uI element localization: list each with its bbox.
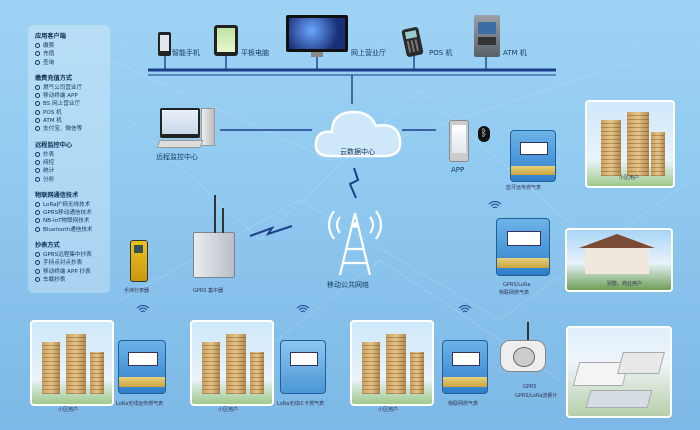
villa-label: 别墅、商业用户 [607, 281, 643, 287]
sidebar-section-title: 应用客户端 [35, 33, 66, 40]
gprs-lora-label-2: 物联网燃气表 [499, 290, 530, 296]
sidebar-list-item: 抄表 [35, 151, 110, 159]
sidebar-list-item: BS 网上营业厅 [35, 100, 110, 108]
atm-icon [474, 15, 500, 57]
handheld-label: 手持抄表器 [124, 288, 150, 294]
lora-remote-meter-icon [118, 340, 166, 394]
flowmeter-antenna-icon [527, 322, 529, 340]
sidebar-list-item: 分析 [35, 176, 110, 184]
pc-tower-icon [201, 108, 215, 146]
sidebar-section: 应用客户端缴费充值查询 [35, 31, 110, 67]
bottom-district-photo-1 [30, 320, 114, 406]
district-1-label: 小区用户 [619, 175, 640, 181]
wifi-signal-icon [136, 305, 150, 313]
gprs-flowmeter-label-2: GPRS/LoRa流量计 [515, 393, 558, 399]
iot-gas-meter-icon [442, 340, 488, 394]
antenna-icon-2 [222, 208, 224, 233]
sidebar-list-item: 燃气公司营业厅 [35, 84, 110, 92]
gprs-flowmeter-icon [500, 340, 546, 372]
sidebar-list-item: 移动终端 APP 抄表 [35, 268, 110, 276]
monitor-icon [286, 15, 348, 52]
bluetooth-meter-label: 蓝牙远传燃气表 [506, 185, 542, 191]
sidebar-list-item: 手持点对点抄表 [35, 259, 110, 267]
bluetooth-gas-meter-icon [510, 130, 556, 182]
gprs-flowmeter-label-1: GPRS [523, 384, 537, 390]
app-label: APP [451, 166, 465, 174]
sidebar-section-title: 抄表方式 [35, 242, 60, 250]
sidebar-list-item: ATM 机 [35, 117, 110, 125]
sidebar-list-item: GPRS移动通信技术 [35, 209, 110, 217]
gprs-concentrator-label: GPRS 集中器 [193, 288, 224, 294]
sidebar-section: 远程监控中心抄表阀控统计分析 [35, 140, 110, 184]
sidebar-list-item: 车载抄表 [35, 276, 110, 284]
sidebar-list-item: LoRa扩频无线技术 [35, 201, 110, 209]
handheld-reader-icon [130, 240, 148, 282]
sidebar-list-item: 统计 [35, 167, 110, 175]
bottom-district-photo-3 [350, 320, 434, 406]
sidebar-list-item: 缴费 [35, 42, 110, 50]
bottom-district-3-label: 小区用户 [378, 407, 399, 413]
sidebar-list-item: Bluetooth通信技术 [35, 226, 110, 234]
sidebar-section-title: 远程监控中心 [35, 141, 73, 149]
tablet-icon [214, 25, 238, 56]
bottom-district-2-label: 小区用户 [218, 407, 239, 413]
mobile-network-label: 移动公共网络 [327, 281, 369, 289]
smartphone-icon [158, 32, 171, 56]
gprs-lora-label-1: GPRS/LoRa [503, 282, 531, 288]
sidebar-section-title: 物联网通信技术 [35, 191, 79, 199]
gprs-lora-meter-icon [496, 218, 550, 276]
sidebar-list-item: 查询 [35, 59, 110, 67]
cell-tower-icon [327, 210, 383, 276]
monitor-stand-icon [311, 52, 323, 57]
monitor-center-label: 远程监控中心 [156, 153, 198, 161]
desktop-computer-icon [160, 108, 200, 138]
top-bus [148, 56, 556, 104]
sidebar-section-title: 缴费充值方式 [35, 74, 73, 82]
district-photo-1: 小区用户 [585, 100, 675, 188]
bottom-meter-1-label: LoRa无线远传燃气表 [116, 401, 164, 407]
keyboard-icon [156, 140, 204, 148]
monitor-label: 网上营业厅 [351, 49, 386, 57]
bottom-meter-2-label: LoRa无线IC卡燃气表 [277, 401, 325, 407]
sidebar-list-item: 充值 [35, 50, 110, 58]
bottom-district-photo-2 [190, 320, 274, 406]
bottom-district-1-label: 小区用户 [58, 407, 79, 413]
gprs-concentrator-icon [193, 232, 235, 278]
lora-ic-card-meter-icon [280, 340, 326, 394]
villa-photo: 别墅、商业用户 [565, 228, 673, 292]
pos-label: POS 机 [429, 49, 453, 57]
wifi-signal-icon [458, 305, 472, 313]
sidebar-list-item: NB-IoT物联网技术 [35, 217, 110, 225]
sidebar-list-item: 支付宝、微信等 [35, 125, 110, 133]
sidebar-list-item: POS 机 [35, 109, 110, 117]
sidebar-list-item: GPRS远程集中抄表 [35, 251, 110, 259]
bottom-meter-3-label: 物联网燃气表 [448, 401, 479, 407]
antenna-icon [214, 195, 216, 233]
industrial-park-photo [566, 326, 672, 418]
sidebar-list-item: 阀控 [35, 159, 110, 167]
tablet-label: 平板电脑 [241, 49, 269, 57]
wifi-signal-icon [488, 201, 502, 209]
atm-label: ATM 机 [503, 49, 527, 57]
bluetooth-icon: ᛒ [478, 126, 490, 142]
cloud-icon [314, 110, 402, 158]
app-phone-icon [449, 120, 469, 162]
cloud-label: 云数据中心 [340, 148, 375, 156]
sidebar-list-item: 移动终端 APP [35, 92, 110, 100]
wifi-signal-icon [296, 305, 310, 313]
smartphone-label: 智能手机 [172, 49, 200, 57]
